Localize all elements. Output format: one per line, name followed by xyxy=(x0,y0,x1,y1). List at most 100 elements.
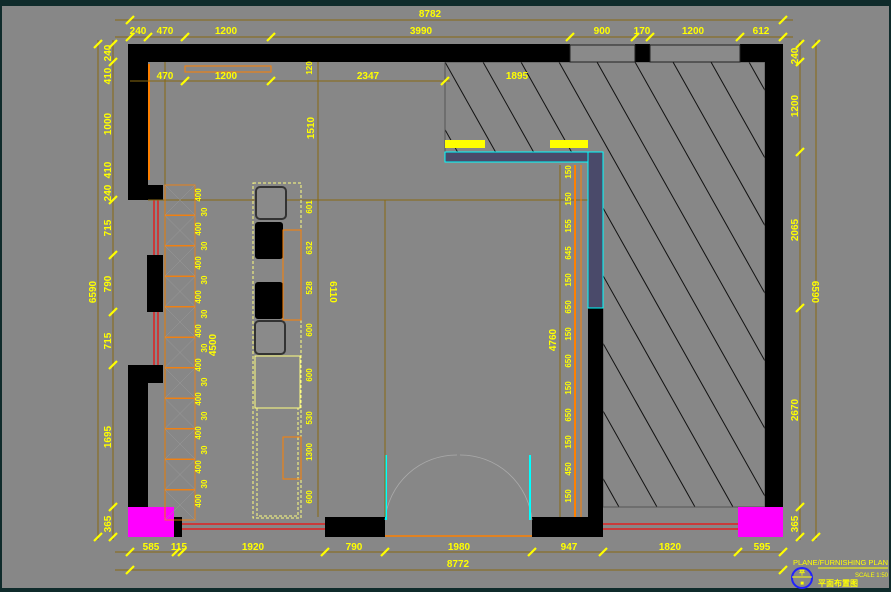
svg-text:240: 240 xyxy=(103,44,114,61)
hatch-line xyxy=(520,62,765,507)
dimension-lines xyxy=(97,19,817,571)
svg-text:1200: 1200 xyxy=(790,94,801,117)
cabinet-cell xyxy=(164,459,196,490)
right-dim: 150 xyxy=(564,435,573,449)
dim-bottom: 947 xyxy=(561,542,578,553)
counter-dim: 528 xyxy=(305,281,314,295)
cabinet-dim: 400 xyxy=(194,290,203,304)
right-dimension-labels: 240 1200 2065 2670 365 6590 xyxy=(790,47,820,532)
svg-text:790: 790 xyxy=(103,275,114,292)
svg-text:365: 365 xyxy=(103,515,114,532)
right-dim: 150 xyxy=(564,273,573,287)
scale-label: SCALE 1:50 xyxy=(855,573,889,579)
top-windows xyxy=(569,44,741,63)
dim-bottom: 585 xyxy=(143,542,160,553)
svg-text:240: 240 xyxy=(790,47,801,64)
counter-dim: 530 xyxy=(305,411,314,425)
cabinet-cell xyxy=(164,367,196,399)
cabinet-dim: 400 xyxy=(194,460,203,474)
right-dim: 150 xyxy=(564,165,573,179)
right-dim: 155 xyxy=(564,219,573,233)
right-dim: 650 xyxy=(564,354,573,368)
right-dim: 150 xyxy=(564,381,573,395)
title-chinese: 平面布置图 xyxy=(818,578,858,588)
dim-inner: 1895 xyxy=(506,71,529,82)
svg-text:6590: 6590 xyxy=(88,280,99,303)
dim-top: 3990 xyxy=(410,26,433,37)
cabinet-dim: 30 xyxy=(200,309,209,318)
dim-bottom: 790 xyxy=(346,542,363,553)
right-dim: 450 xyxy=(564,462,573,476)
svg-text:410: 410 xyxy=(103,67,114,84)
cabinet-cell xyxy=(164,337,196,368)
dimension-ticks xyxy=(93,15,821,575)
dim-4760: 4760 xyxy=(548,328,559,351)
cabinet-dim: 30 xyxy=(200,411,209,420)
dim-top: 1200 xyxy=(215,26,238,37)
dim-6110: 6110 xyxy=(327,281,338,303)
dim-top: 240 xyxy=(130,26,147,37)
cabinet-dim: 30 xyxy=(200,207,209,216)
counter-dim: 600 xyxy=(305,323,314,337)
dim-top: 900 xyxy=(594,26,611,37)
cabinet-cell xyxy=(164,245,196,277)
cabinet-cell xyxy=(164,489,196,521)
cabinet-dim: 30 xyxy=(200,343,209,352)
svg-text:1000: 1000 xyxy=(103,112,114,135)
svg-text:365: 365 xyxy=(790,515,801,532)
dim-bottom: 1820 xyxy=(659,542,682,553)
hatch-line xyxy=(596,62,765,507)
cabinet-dim: 30 xyxy=(200,479,209,488)
cooktop-icon xyxy=(255,222,283,259)
svg-text:2065: 2065 xyxy=(790,218,801,241)
dim-inner: 2347 xyxy=(357,71,380,82)
right-dim: 650 xyxy=(564,408,573,422)
cabinet-dim: 400 xyxy=(194,392,203,406)
dim-top: 170 xyxy=(634,26,651,37)
sink-icon xyxy=(254,320,286,355)
right-dim: 645 xyxy=(564,246,573,260)
cabinet-dim: 400 xyxy=(194,188,203,202)
dim-top: 1200 xyxy=(682,26,705,37)
cabinet-cell xyxy=(164,215,196,246)
dim-bottom: 1980 xyxy=(448,542,471,553)
top-strip xyxy=(0,0,891,6)
cooktop-icon xyxy=(255,282,283,319)
sink-icon xyxy=(255,186,287,220)
counter-dim: 1300 xyxy=(305,443,314,461)
dim-1510: 1510 xyxy=(306,116,317,139)
right-dim: 650 xyxy=(564,300,573,314)
svg-text:平: 平 xyxy=(799,570,805,577)
title-english: PLANE/FURNISHING PLAN xyxy=(793,558,888,567)
svg-text:715: 715 xyxy=(103,332,114,349)
cabinet-dim: 400 xyxy=(194,494,203,508)
hatch-line xyxy=(634,62,765,507)
dim-bottom-overall: 8772 xyxy=(447,559,470,570)
entrance-door xyxy=(384,454,533,537)
dim-inner: 470 xyxy=(157,71,174,82)
cabinet-cell xyxy=(164,276,196,307)
counter-dim: 601 xyxy=(305,200,314,214)
svg-text:410: 410 xyxy=(103,161,114,178)
cabinet-dimension-labels: 4003040030400304003040030400304003040030… xyxy=(194,188,209,508)
dim-bottom: 115 xyxy=(171,542,188,553)
counter-dim: 632 xyxy=(305,241,314,255)
svg-text:1695: 1695 xyxy=(103,425,114,448)
drawing-symbol xyxy=(791,567,813,589)
top-counter xyxy=(148,64,604,517)
cabinet-cell xyxy=(164,428,196,460)
dim-4500: 4500 xyxy=(208,333,219,356)
dim-inner-small: 120 xyxy=(305,61,314,75)
svg-text:■: ■ xyxy=(800,581,804,587)
svg-text:6590: 6590 xyxy=(809,281,820,304)
cabinet-cell xyxy=(164,398,196,429)
svg-text:2670: 2670 xyxy=(790,398,801,421)
cabinet-dim: 400 xyxy=(194,222,203,236)
cabinet-cell xyxy=(164,184,196,216)
cabinet-dim: 30 xyxy=(200,241,209,250)
counter-dim: 600 xyxy=(305,368,314,382)
dim-bottom: 595 xyxy=(754,542,771,553)
right-dim: 150 xyxy=(564,327,573,341)
cabinet-dim: 30 xyxy=(200,275,209,284)
